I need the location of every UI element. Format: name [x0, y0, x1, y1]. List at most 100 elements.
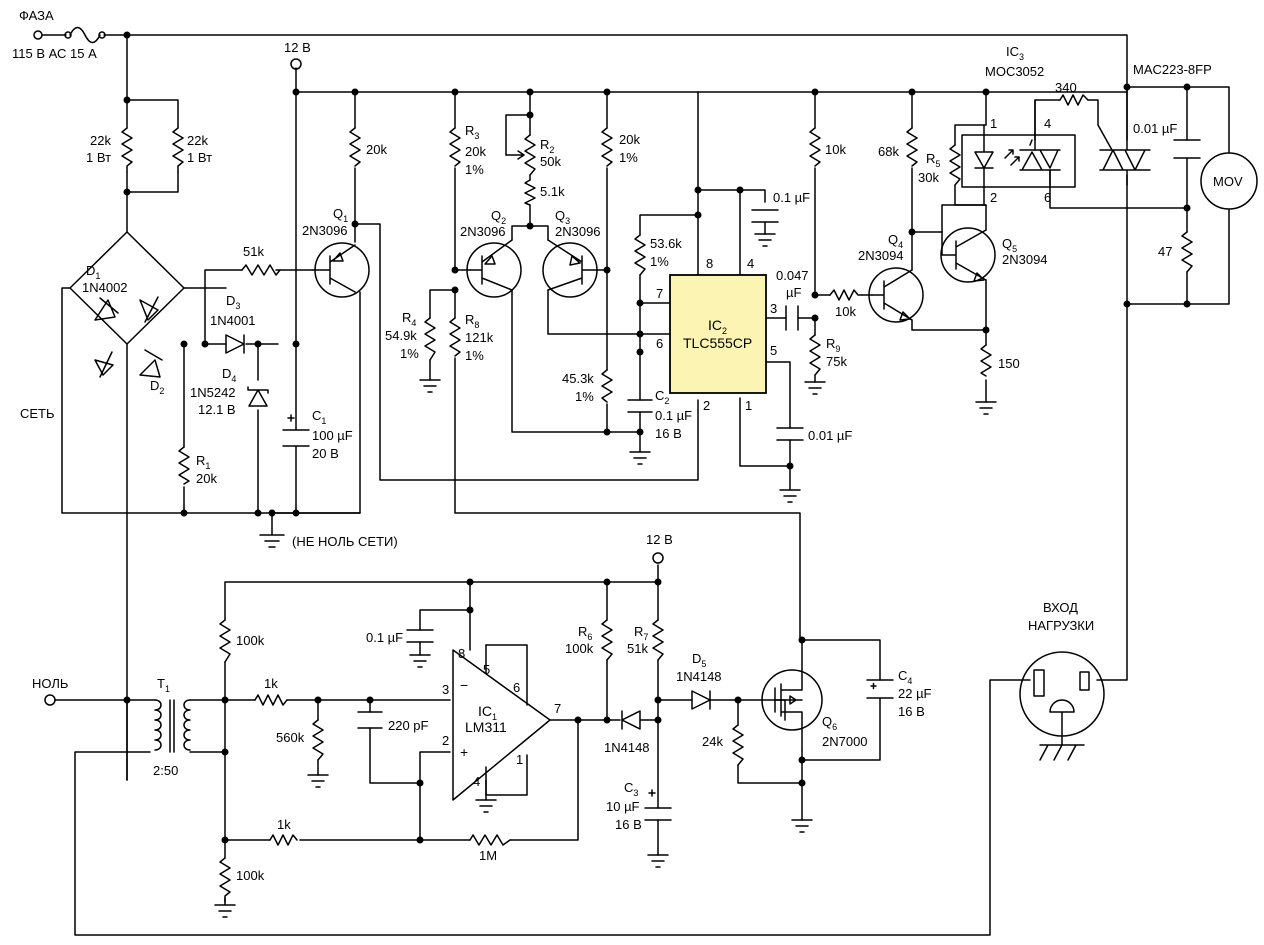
r4-ref: R4	[402, 310, 416, 328]
ground-symbols	[214, 233, 997, 918]
transformer-t1	[154, 699, 191, 753]
mov-varistor	[1200, 152, 1258, 210]
svg-text:7: 7	[656, 286, 663, 301]
svg-text:121k: 121k	[465, 330, 494, 345]
svg-text:2: 2	[442, 733, 449, 748]
wiper-r2	[505, 150, 525, 160]
svg-text:10 µF: 10 µF	[606, 799, 640, 814]
transistor-q4	[868, 267, 924, 323]
resistor-22k-a	[121, 127, 133, 173]
ic1-ref: IC1	[478, 703, 497, 722]
svg-text:51k: 51k	[243, 244, 264, 259]
q1-ref: Q1	[333, 206, 348, 224]
ic1-comparator-body	[452, 649, 551, 801]
svg-text:1k: 1k	[277, 817, 291, 832]
ic1-part: LM311	[465, 719, 507, 735]
svg-text:30k: 30k	[918, 170, 939, 185]
diode-d1-b	[139, 296, 159, 323]
svg-text:100 µF: 100 µF	[312, 428, 353, 443]
resistor-53k6	[634, 234, 646, 276]
svg-text:16 В: 16 В	[898, 704, 925, 719]
svg-text:220 pF: 220 pF	[388, 718, 429, 733]
neutral-label: НОЛЬ	[32, 676, 68, 691]
diode-d2-b	[139, 349, 163, 378]
r9-ref: R9	[826, 336, 840, 354]
mosfet-q6	[761, 669, 823, 731]
ic2-part: TLC555CP	[683, 335, 752, 351]
svg-text:2N3094: 2N3094	[1002, 252, 1048, 267]
svg-text:+: +	[460, 744, 468, 760]
load-socket[interactable]	[1019, 651, 1105, 761]
diode-d3	[225, 334, 245, 354]
svg-text:1N4148: 1N4148	[676, 669, 722, 684]
diode-d5	[691, 690, 711, 710]
d2-ref: D2	[150, 378, 164, 396]
svg-text:54.9k: 54.9k	[385, 328, 417, 343]
svg-text:20k: 20k	[465, 144, 486, 159]
d4-ref: D4	[222, 366, 236, 384]
resistor-20k-q3	[601, 127, 613, 167]
diode-1n4148	[621, 710, 641, 730]
svg-text:1M: 1M	[479, 848, 497, 863]
svg-text:150: 150	[998, 356, 1020, 371]
resistor-22k-b	[172, 127, 184, 173]
svg-text:1%: 1%	[465, 348, 484, 363]
svg-text:2N3094: 2N3094	[858, 248, 904, 263]
r5-ref: R5	[926, 151, 940, 169]
q4-ref: Q4	[888, 232, 903, 250]
resistor-r2	[524, 134, 536, 176]
load-input-line1: ВХОД	[1043, 600, 1078, 615]
svg-text:6: 6	[656, 336, 663, 351]
fuse-and-terminals	[33, 26, 664, 706]
resistor-r4	[424, 317, 436, 361]
capacitor-c4	[866, 679, 894, 699]
svg-text:3: 3	[770, 301, 777, 316]
capacitor-311-dec	[406, 629, 434, 643]
r8-ref: R8	[465, 312, 479, 330]
resistor-5k1	[524, 179, 536, 206]
resistor-1m	[469, 834, 511, 846]
svg-text:1%: 1%	[650, 254, 669, 269]
triac-opto-symbols	[961, 86, 1258, 210]
r6-ref: R6	[578, 624, 592, 642]
q3-ref: Q3	[555, 208, 570, 226]
resistor-r1	[178, 446, 190, 485]
svg-text:560k: 560k	[276, 730, 305, 745]
fuse-rating-label: 115 В АС 15 А	[12, 46, 97, 61]
svg-text:12.1 В: 12.1 В	[198, 402, 236, 417]
svg-text:20k: 20k	[196, 471, 217, 486]
svg-text:45.3k: 45.3k	[562, 371, 594, 386]
svg-text:20 В: 20 В	[312, 446, 339, 461]
q5-ref: Q5	[1002, 236, 1017, 254]
ic2-ref: IC2	[708, 317, 727, 336]
load-input-line2: НАГРУЗКИ	[1028, 618, 1094, 633]
c2-ref: C2	[655, 388, 669, 406]
transistor-symbols	[312, 227, 996, 751]
resistor-45k3	[601, 369, 613, 403]
svg-text:1: 1	[516, 752, 523, 767]
svg-text:8: 8	[706, 256, 713, 271]
t1-ref: T1	[157, 676, 170, 694]
svg-text:1N5242: 1N5242	[190, 385, 236, 400]
labels: ФАЗА 115 В АС 15 А 12 В СЕТЬ (НЕ НОЛЬ СЕ…	[12, 8, 1243, 883]
svg-text:1k: 1k	[264, 676, 278, 691]
d5-ref: D5	[692, 651, 706, 669]
svg-text:µF: µF	[786, 285, 801, 300]
svg-text:5: 5	[770, 343, 777, 358]
svg-text:20k: 20k	[619, 132, 640, 147]
svg-text:16 В: 16 В	[655, 426, 682, 441]
svg-text:1%: 1%	[465, 162, 484, 177]
svg-text:50k: 50k	[540, 154, 561, 169]
triac-label: MAC223-8FP	[1133, 62, 1212, 77]
svg-text:0.047: 0.047	[776, 268, 809, 283]
junction-dots	[123, 31, 1191, 844]
svg-text:2: 2	[703, 398, 710, 413]
q6-ref: Q6	[822, 714, 837, 732]
resistor-r8	[449, 317, 461, 357]
resistor-r9	[809, 334, 821, 376]
svg-text:6: 6	[513, 680, 520, 695]
d1-ref: D1	[86, 263, 100, 281]
supply-label-top: 12 В	[284, 40, 311, 55]
supply-terminal-bottom	[652, 552, 664, 564]
ic2-555-body	[669, 274, 767, 394]
